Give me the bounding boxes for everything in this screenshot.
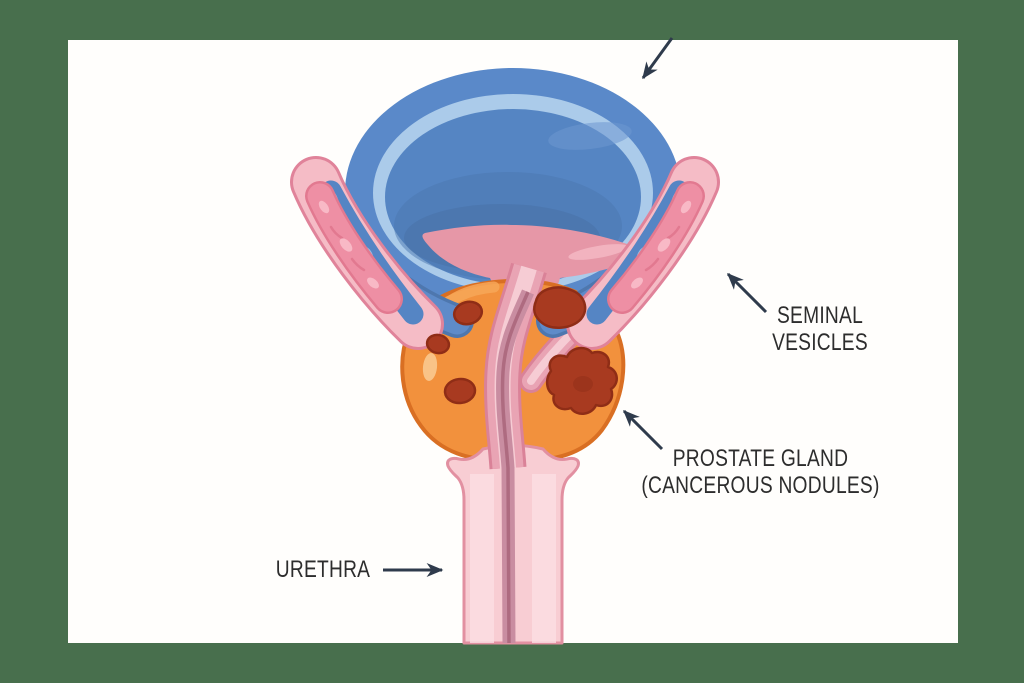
pointer-arrows [383, 37, 768, 577]
bladder-sheen [548, 122, 632, 150]
urethra-stripe [496, 289, 534, 644]
seminal-vesicles-arrow [726, 272, 768, 314]
nodule [443, 377, 477, 405]
urethra-inner-sheen [532, 474, 556, 643]
nodule [452, 300, 484, 326]
urethra-label: URETHRA [275, 556, 371, 583]
bladder-trigone [422, 224, 645, 311]
nodule-core [573, 376, 593, 392]
prostate-arrow [622, 409, 664, 451]
nodule-large-upper [532, 286, 587, 329]
nodule [425, 333, 451, 355]
cancerous-nodules [425, 286, 618, 415]
trigone-highlight [568, 244, 628, 260]
prostate-gland-label: PROSTATE GLAND (CANCEROUS NODULES) [641, 445, 880, 499]
prostate-gleam [422, 353, 438, 381]
seminal-vesicles-label: SEMINAL VESICLES [772, 302, 868, 356]
bladder-arrow [641, 37, 674, 80]
urethra-inner-sheen [470, 474, 494, 643]
